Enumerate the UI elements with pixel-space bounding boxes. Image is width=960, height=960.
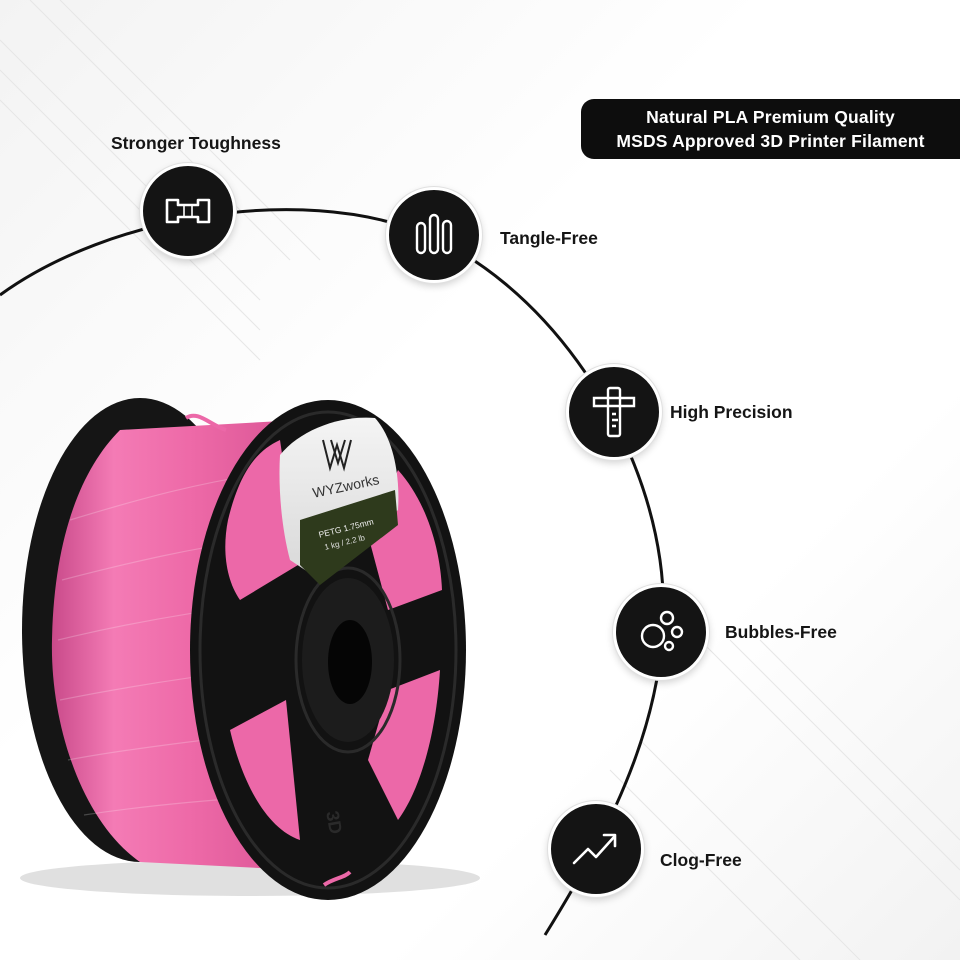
- banner-line-2: MSDS Approved 3D Printer Filament: [616, 131, 925, 151]
- trend-arrow-icon: [572, 833, 617, 865]
- feature-badge-tangle: [386, 187, 482, 283]
- bone-toughness-icon: [165, 198, 211, 224]
- brand-logo-mark: [322, 439, 352, 472]
- feature-label-toughness: Stronger Toughness: [111, 133, 281, 153]
- caliper-icon: [592, 386, 636, 438]
- feature-badge-bubbles: [613, 584, 709, 680]
- feature-badge-clog: [548, 801, 644, 897]
- bubbles-icon: [640, 610, 684, 652]
- feature-label-clog: Clog-Free: [660, 850, 742, 870]
- filament-strands-icon: [415, 213, 453, 255]
- feature-badge-toughness: [140, 163, 236, 259]
- filament-end: [184, 413, 227, 432]
- feature-label-tangle: Tangle-Free: [500, 228, 598, 248]
- feature-label-precision: High Precision: [670, 402, 793, 422]
- filament-end: [322, 870, 352, 887]
- spool-hole: [328, 620, 372, 704]
- flange-window: [230, 700, 300, 840]
- spool-rim-mark: 3D: [322, 809, 346, 836]
- banner-line-1: Natural PLA Premium Quality: [646, 107, 895, 127]
- headline-banner: Natural PLA Premium Quality MSDS Approve…: [581, 99, 960, 159]
- feature-label-bubbles: Bubbles-Free: [725, 622, 837, 642]
- flange-window: [368, 670, 440, 820]
- feature-badge-precision: [566, 364, 662, 460]
